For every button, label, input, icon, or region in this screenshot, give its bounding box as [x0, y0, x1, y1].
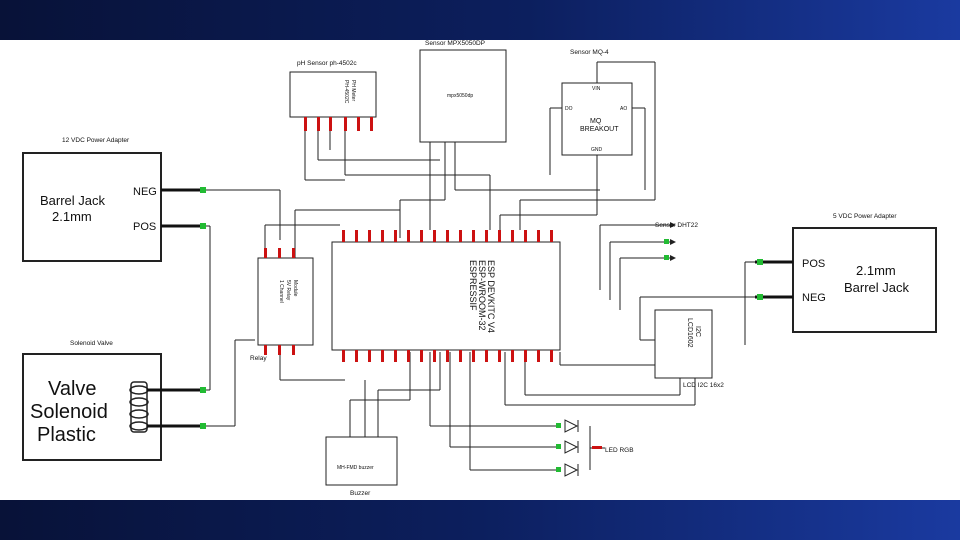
barrel-left-line2: 2.1mm	[52, 209, 92, 224]
schematic-canvas: 12 VDC Power Adapter Barrel Jack 2.1mm N…	[0, 40, 960, 500]
barrel-left-pos: POS	[133, 221, 156, 233]
buzzer-title: Buzzer	[350, 490, 371, 497]
barrel-right-neg: NEG	[802, 292, 826, 304]
esp-line2: ESP-WROOM-32	[477, 260, 487, 331]
connector-icon	[200, 387, 206, 393]
relay-module-line3: Module	[292, 280, 298, 297]
led-title: LED RGB	[605, 447, 634, 454]
barrel-right-pos: POS	[802, 258, 825, 270]
mq-title: Sensor MQ-4	[570, 49, 609, 56]
power5-title: 5 VDC Power Adapter	[833, 213, 897, 220]
relay-module-line2: 5V Relay	[285, 280, 291, 301]
mq-line2: BREAKOUT	[580, 126, 619, 133]
ph-sensor: pH Sensor ph-4502c PH-4502C PH Meter	[289, 60, 377, 131]
mq-line1: MQ	[590, 118, 602, 125]
solenoid-title: Solenoid Valve	[70, 340, 113, 347]
ph-module-line2: PH Meter	[350, 80, 356, 101]
esp-top-pins	[342, 230, 553, 242]
buzzer-module: MH-FMD buzzer Buzzer	[325, 436, 398, 497]
barrel-left-neg: NEG	[133, 186, 157, 198]
connector-icon	[664, 255, 669, 260]
lcd-line2: I2C	[694, 326, 701, 337]
mq-ao: AO	[620, 106, 627, 112]
connector-icon	[556, 423, 561, 428]
dht22-sensor: Sensor DHT22	[655, 222, 698, 260]
mpx-sensor: Sensor MPX5050DP mpx5050dp	[419, 40, 507, 143]
ph-title: pH Sensor ph-4502c	[297, 60, 357, 67]
bottom-banner	[0, 500, 960, 540]
connector-icon	[757, 259, 763, 265]
mpx-title: Sensor MPX5050DP	[425, 40, 485, 47]
power12-title: 12 VDC Power Adapter	[62, 137, 130, 144]
led-rgb: LED RGB	[556, 419, 634, 477]
mq-gnd: GND	[591, 147, 603, 153]
connector-icon	[757, 294, 763, 300]
lcd-title: LCD I2C 16x2	[683, 382, 724, 389]
lcd-line1: LCD1602	[686, 318, 693, 348]
connector-icon	[200, 423, 206, 429]
connector-icon	[556, 467, 561, 472]
mq-do: DO	[565, 106, 573, 112]
barrel-right-line1: 2.1mm	[856, 263, 896, 278]
mq-vin: VIN	[592, 86, 601, 92]
barrel-right-line2: Barrel Jack	[844, 280, 910, 295]
led-icon	[564, 419, 579, 477]
esp32-devkit: ESPRESSIF ESP-WROOM-32 ESP DEVKITC V4	[331, 230, 561, 362]
valve-line3: Plastic	[37, 424, 96, 446]
relay-module: 1 Channel 5V Relay Module Relay	[250, 248, 314, 362]
connector-icon	[556, 444, 561, 449]
connector-icon	[200, 187, 206, 193]
valve-line2: Solenoid	[30, 401, 108, 423]
power-adapter-12v: 12 VDC Power Adapter Barrel Jack 2.1mm N…	[22, 137, 206, 262]
esp-line1: ESPRESSIF	[468, 260, 478, 311]
solenoid-valve: Solenoid Valve Valve Solenoid Plastic	[22, 340, 206, 461]
circuit-schematic: 12 VDC Power Adapter Barrel Jack 2.1mm N…	[22, 40, 937, 497]
buzzer-module-label: MH-FMD buzzer	[337, 465, 374, 471]
mpx-module: mpx5050dp	[447, 93, 473, 99]
barrel-left-line1: Barrel Jack	[40, 193, 106, 208]
esp-line3: ESP DEVKITC V4	[486, 260, 496, 333]
connector-icon	[664, 239, 669, 244]
power-adapter-5v: 5 VDC Power Adapter POS NEG 2.1mm Barrel…	[755, 213, 937, 333]
relay-title: Relay	[250, 355, 267, 362]
lcd-module: LCD1602 I2C LCD I2C 16x2	[654, 309, 724, 389]
dht-title: Sensor DHT22	[655, 222, 698, 229]
relay-module-line1: 1 Channel	[278, 280, 284, 303]
connector-icon	[200, 223, 206, 229]
valve-line1: Valve	[48, 378, 97, 400]
esp-bottom-pins	[342, 350, 553, 362]
mq4-sensor: Sensor MQ-4 VIN DO AO GND MQ BREAKOUT	[561, 49, 633, 156]
ph-module-line1: PH-4502C	[343, 80, 349, 104]
top-banner	[0, 0, 960, 40]
